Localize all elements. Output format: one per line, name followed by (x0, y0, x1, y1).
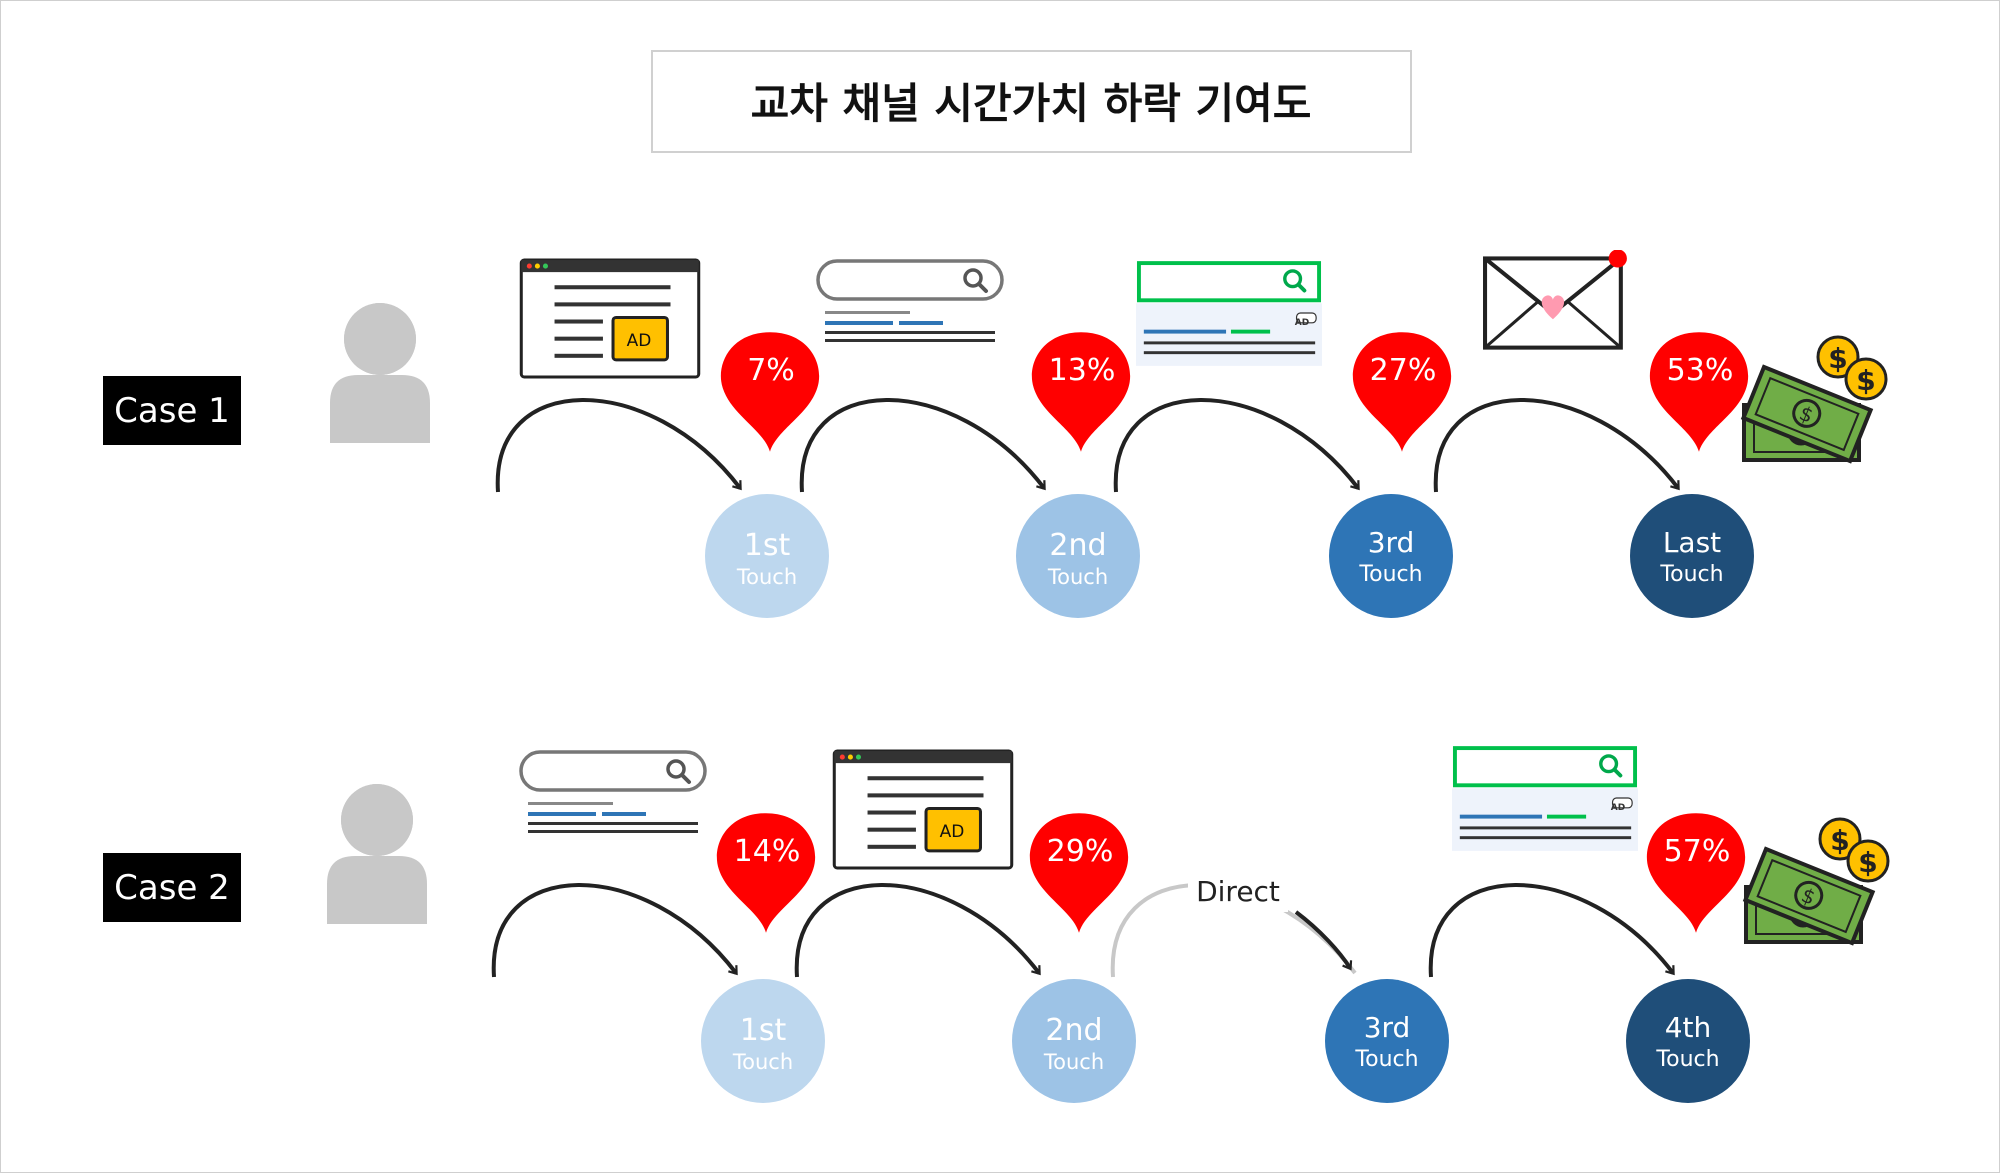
touch-main: 2nd (1045, 1013, 1102, 1048)
touch-main: 2nd (1049, 528, 1106, 563)
touch-sub: Touch (1659, 562, 1723, 587)
touch-main: 3rd (1368, 526, 1415, 559)
touch-sub: Touch (1358, 562, 1422, 587)
journey-arrow (794, 883, 1041, 978)
touch-node: 3rd Touch (1329, 494, 1453, 618)
search-icon (816, 259, 1004, 344)
touch-node: 3rd Touch (1325, 979, 1449, 1103)
money-icon (1741, 335, 1888, 464)
percent-pin: 14% (716, 813, 816, 933)
direct-label-bg (1188, 868, 1288, 912)
ad-small-text: AD (1295, 318, 1309, 328)
ad-small-text: AD (1611, 803, 1625, 813)
touch-main: 3rd (1364, 1011, 1411, 1044)
touch-main: 1st (744, 528, 791, 563)
percent-label: 14% (734, 834, 801, 869)
journey-arrow (799, 398, 1046, 493)
percent-pin: 53% (1649, 332, 1749, 452)
case-1-label: Case 1 (114, 391, 230, 431)
touch-sub: Touch (1354, 1047, 1418, 1072)
percent-label: 53% (1667, 353, 1734, 388)
journey-arrow (1113, 398, 1360, 493)
percent-label: 29% (1047, 834, 1114, 869)
case-1-badge (103, 376, 241, 445)
percent-pin: 27% (1352, 332, 1452, 452)
case-2-row: Case 2 AD AD Direct 14% 29% 57% (103, 746, 1890, 1103)
title-box (651, 50, 1412, 153)
touch-node: 4th Touch (1626, 979, 1750, 1103)
touch-node: Last Touch (1630, 494, 1754, 618)
touch-main: Last (1663, 526, 1721, 559)
ad-badge-text: AD (627, 331, 652, 351)
ad-badge-text: AD (940, 822, 965, 842)
direct-arrow (1294, 910, 1353, 971)
page-title: 교차 채널 시간가치 하락 기여도 (751, 79, 1312, 128)
user-icon (330, 303, 430, 443)
email-icon (1485, 249, 1627, 347)
touch-main: 4th (1665, 1011, 1712, 1044)
touch-sub: Touch (1655, 1047, 1719, 1072)
percent-label: 7% (747, 353, 795, 388)
direct-label: Direct (1196, 875, 1280, 908)
display-ad-icon (519, 258, 701, 379)
journey-arrow (1433, 398, 1680, 493)
percent-label: 13% (1049, 353, 1116, 388)
search-ad-icon (1452, 746, 1638, 853)
percent-label: 27% (1370, 353, 1437, 388)
journey-arrow (1428, 883, 1675, 978)
case-1-row: Case 1 AD AD 7% 13% 27% 53% (103, 249, 1888, 618)
touch-node: 2nd Touch (1016, 494, 1140, 618)
search-ad-icon (1136, 261, 1322, 368)
journey-arrow (491, 883, 738, 978)
display-ad-icon (832, 749, 1014, 870)
touch-sub: Touch (1043, 1050, 1104, 1074)
percent-label: 57% (1664, 834, 1731, 869)
percent-pin: 7% (720, 332, 820, 452)
journey-arrow (495, 398, 742, 493)
search-icon (519, 750, 707, 835)
percent-pin: 29% (1029, 813, 1129, 933)
touch-sub: Touch (1047, 565, 1108, 589)
touch-node: 1st Touch (705, 494, 829, 618)
touch-main: 1st (740, 1013, 787, 1048)
case-2-label: Case 2 (114, 868, 230, 908)
case-2-badge (103, 853, 241, 922)
percent-pin: 13% (1031, 332, 1131, 452)
money-icon (1743, 817, 1890, 946)
percent-pin: 57% (1646, 813, 1746, 933)
touch-sub: Touch (732, 1050, 793, 1074)
touch-sub: Touch (736, 565, 797, 589)
touch-node: 1st Touch (701, 979, 825, 1103)
touch-node: 2nd Touch (1012, 979, 1136, 1103)
user-icon (327, 784, 427, 924)
